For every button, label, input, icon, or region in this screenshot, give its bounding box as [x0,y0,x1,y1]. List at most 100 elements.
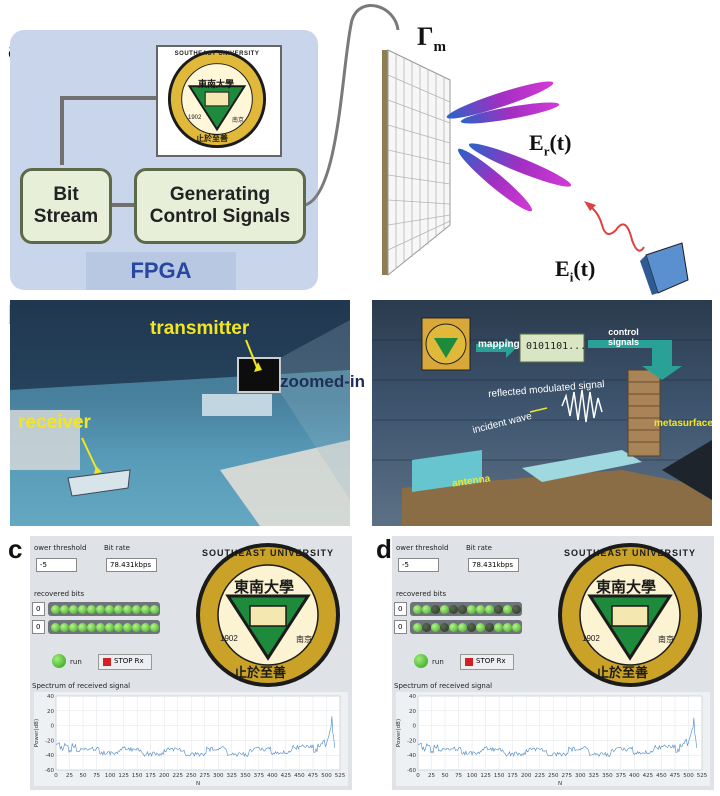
bit-led [422,605,431,614]
x-tick-label: 225 [172,773,183,779]
beam-1 [446,81,554,119]
x-tick-label: 375 [616,773,627,779]
control-cable [304,4,400,207]
receiver-unit [67,469,131,497]
bit-stream-line2: Stream [33,206,99,227]
power-threshold-input[interactable]: -5 [36,558,77,572]
row-index-2[interactable]: 0 [394,620,407,634]
x-tick-label: 175 [145,773,156,779]
run-indicator [414,654,428,668]
logo-c: 東南大學 1902 南京 止於至善 SOUTHEAST UNIVERSITY [190,540,346,690]
bit-led [503,623,512,632]
incident-field-label: Ei(t) [555,256,595,285]
y-tick-label: -60 [407,768,416,774]
metasurface-grid [387,54,451,269]
bit-led [494,605,503,614]
x-tick-label: 250 [186,773,197,779]
transmitter-arrow [245,339,259,371]
gamma-label: Γm [417,22,446,56]
beam-2 [460,102,560,124]
incident-field-sub: i [569,269,574,285]
stop-rx-button[interactable]: STOP Rx [460,654,514,670]
y-tick-label: -40 [45,753,54,759]
recovered-bits-row-1 [410,602,522,616]
generating-line2: Control Signals [149,206,291,227]
x-axis-label: N [196,781,200,786]
transmitter-box [237,357,281,393]
bits-box [519,333,585,363]
bit-led [141,623,150,632]
bit-led [440,623,449,632]
recovered-bits-row-2 [48,620,160,634]
spectrum-series-line [417,717,697,758]
bit-led [105,605,114,614]
gamma-subscript: m [433,39,447,56]
bit-led [78,623,87,632]
absorber-cone [662,440,712,500]
bit-led [96,605,105,614]
panel-a-connectors [60,4,400,207]
incident-field-arg: (t) [573,256,596,281]
x-tick-label: 200 [521,773,532,779]
logo-motto-c: 止於至善 [234,665,287,680]
spectrum-series-line [55,716,335,758]
incident-wave [587,204,645,252]
bit-led [60,605,69,614]
plot-background [55,695,341,771]
x-tick-label: 275 [562,773,573,779]
x-tick-label: 325 [589,773,600,779]
logo-ring-text-c: SOUTHEAST UNIVERSITY [201,548,334,558]
x-tick-label: 25 [428,773,435,779]
generating-line1: Generating [169,184,271,206]
row-index-2[interactable]: 0 [32,620,45,634]
horn-antenna [645,242,689,294]
bit-led [413,623,422,632]
reflected-field-label: Er(t) [529,130,571,159]
mapping-label: mapping [478,339,520,350]
logo-chinese-name-d: 東南大學 [596,579,657,596]
run-label: run [432,658,444,666]
bit-led [467,605,476,614]
row-index-1[interactable]: 0 [394,602,407,616]
stop-rx-label: STOP Rx [114,657,144,665]
wire-bitstream-logo [60,96,156,165]
logo-year-a: 1902 [188,115,202,121]
incident-arrow [584,201,596,211]
recovered-bits-label: recovered bits [396,590,447,598]
y-tick-label: 0 [51,724,55,730]
x-tick-label: 450 [656,773,667,779]
mapping-arrow [476,338,516,358]
x-tick-label: 100 [105,773,116,779]
x-tick-label: 475 [670,773,681,779]
transmitter-label: transmitter [150,318,250,339]
foam-block-2 [522,450,642,482]
bit-led [51,623,60,632]
y-tick-label: 20 [409,709,416,715]
bit-led [467,623,476,632]
x-tick-label: 0 [54,773,58,779]
x-tick-label: 25 [66,773,73,779]
bit-led [123,623,132,632]
logo-city-d: 南京 [658,635,674,644]
row-index-1[interactable]: 0 [32,602,45,616]
power-threshold-input[interactable]: -5 [398,558,439,572]
bit-led [69,605,78,614]
bit-led [413,605,422,614]
bit-led [494,623,503,632]
bit-led [512,623,521,632]
bit-led [458,623,467,632]
bit-led [476,623,485,632]
stop-rx-button[interactable]: STOP Rx [98,654,152,670]
spectrum-title: Spectrum of received signal [394,682,493,690]
chamber-scene [10,300,350,526]
x-tick-label: 500 [683,773,694,779]
y-tick-label: -20 [407,738,416,744]
bit-led [485,605,494,614]
logo-chinese-name-c: 東南大學 [234,579,295,596]
x-tick-label: 500 [321,773,332,779]
metasurface-label: metasurface [654,418,712,429]
logo-city-a: 南京 [232,118,245,124]
